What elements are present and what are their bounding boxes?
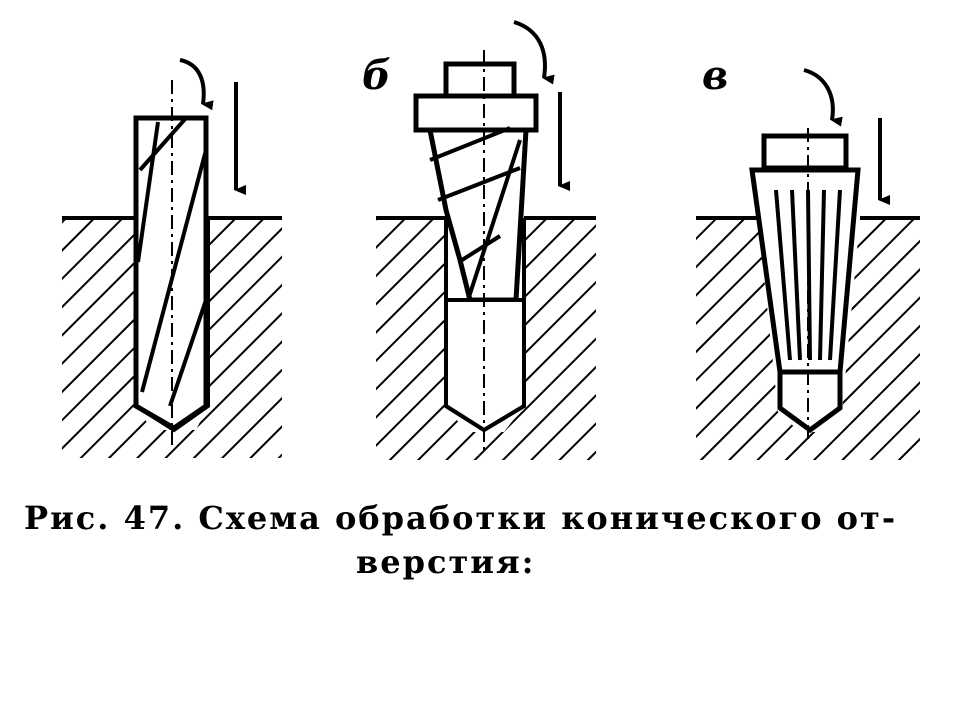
workpiece-hatched-left [376,218,466,432]
workpiece-hatched-bottom [376,432,596,460]
panel-b-label: б [362,52,391,99]
rotation-arrow-icon [803,68,843,127]
workpiece-hatched-right [504,218,596,432]
drill-flute-lines [136,116,208,407]
figure-caption-line-2: верстия: [356,543,536,581]
figure-caption-line-1: Рис. 47. Схема обработки конического от- [24,499,898,537]
tool-flute-lines [429,126,522,301]
panel-b-countersinking [376,20,596,460]
workpiece-hatched-right [196,218,282,430]
tool-shank-head [443,61,517,99]
tool-collar [413,93,539,133]
panel-v-label: в [702,52,729,99]
workpiece-hatched-bottom [696,432,920,460]
workpiece-hatched-left [62,218,152,430]
pilot-drill [444,298,526,433]
workpiece-hatched-left [696,218,800,432]
reamer-tip [777,369,843,434]
rotation-arrow-icon [179,58,214,111]
panel-v-reaming [696,68,920,460]
workpiece-hatched-right [822,218,920,432]
panel-a-drilling [62,58,282,458]
reamer-shank [761,133,849,171]
rotation-arrow-icon [513,20,555,85]
